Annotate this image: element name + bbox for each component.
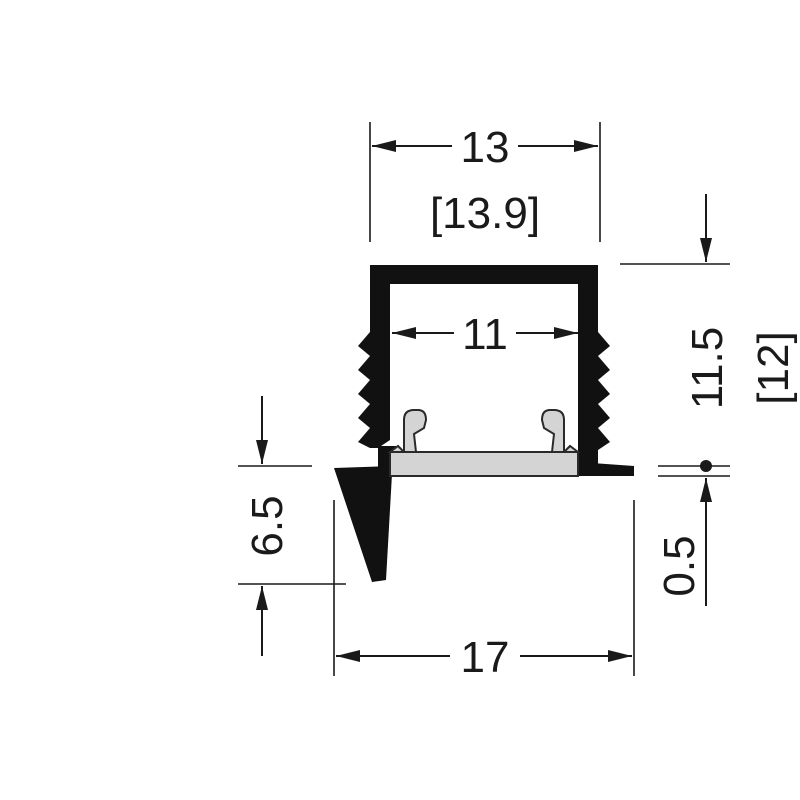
flange-height-label: 6.5 bbox=[243, 495, 292, 556]
height-label: 11.5 bbox=[683, 327, 732, 409]
dimension-flange-height: 6.5 bbox=[238, 396, 346, 656]
dimension-height: 11.5 [12] bbox=[620, 194, 798, 477]
height-alt-label: [12] bbox=[749, 331, 798, 404]
dimension-inner-width: 11 bbox=[392, 310, 578, 359]
dimension-outer-width: 13 [13.9] bbox=[369, 122, 601, 242]
aluminium-profile bbox=[334, 265, 634, 582]
profile-left-flange bbox=[334, 466, 392, 582]
flange-thickness-label: 0.5 bbox=[655, 535, 704, 596]
total-width-label: 17 bbox=[461, 633, 510, 682]
left-hook bbox=[387, 444, 407, 453]
right-clip bbox=[540, 409, 565, 453]
height-datum-dot bbox=[700, 460, 712, 472]
dimension-flange-thickness: 0.5 bbox=[655, 478, 712, 606]
dimension-total-width: 17 bbox=[333, 500, 635, 682]
profile-right-flange bbox=[578, 462, 634, 476]
outer-width-label: 13 bbox=[461, 123, 510, 172]
right-hook bbox=[561, 444, 581, 453]
profile-top-bar bbox=[370, 265, 598, 284]
profile-left-wall bbox=[358, 265, 390, 448]
inner-width-label: 11 bbox=[462, 310, 508, 359]
led-clip-insert bbox=[387, 409, 581, 477]
left-clip bbox=[403, 409, 428, 453]
profile-right-wall bbox=[578, 265, 610, 465]
outer-width-alt-label: [13.9] bbox=[430, 189, 540, 238]
diffuser-strip bbox=[389, 451, 579, 477]
